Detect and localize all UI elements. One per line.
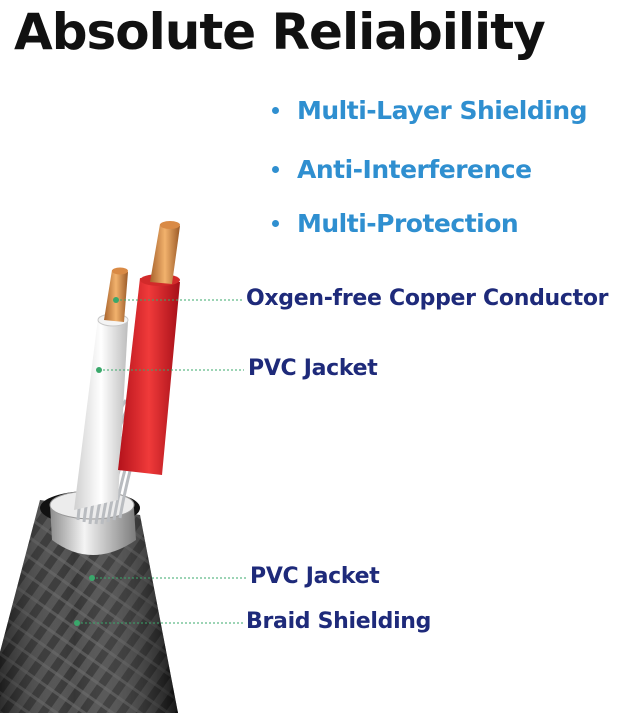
feature-item: Multi-Layer Shielding xyxy=(272,96,588,125)
feature-item: Anti-Interference xyxy=(272,155,532,184)
feature-label: Multi-Layer Shielding xyxy=(297,96,588,125)
white-wire xyxy=(74,267,129,510)
bullet-icon xyxy=(272,106,279,114)
feature-label: Multi-Protection xyxy=(297,209,519,238)
red-wire xyxy=(118,221,180,475)
bullet-icon xyxy=(272,219,279,227)
feature-label: Anti-Interference xyxy=(297,155,532,184)
leader-lines xyxy=(74,297,246,626)
feature-item: Multi-Protection xyxy=(272,209,519,238)
page-title: Absolute Reliability xyxy=(14,3,546,61)
callout-braid-shielding: Braid Shielding xyxy=(246,609,432,634)
bullet-icon xyxy=(272,165,279,173)
callout-outer-pvc-jacket: PVC Jacket xyxy=(250,564,380,589)
callout-conductor: Oxgen-free Copper Conductor xyxy=(246,286,609,311)
callout-inner-pvc-jacket: PVC Jacket xyxy=(248,356,378,381)
